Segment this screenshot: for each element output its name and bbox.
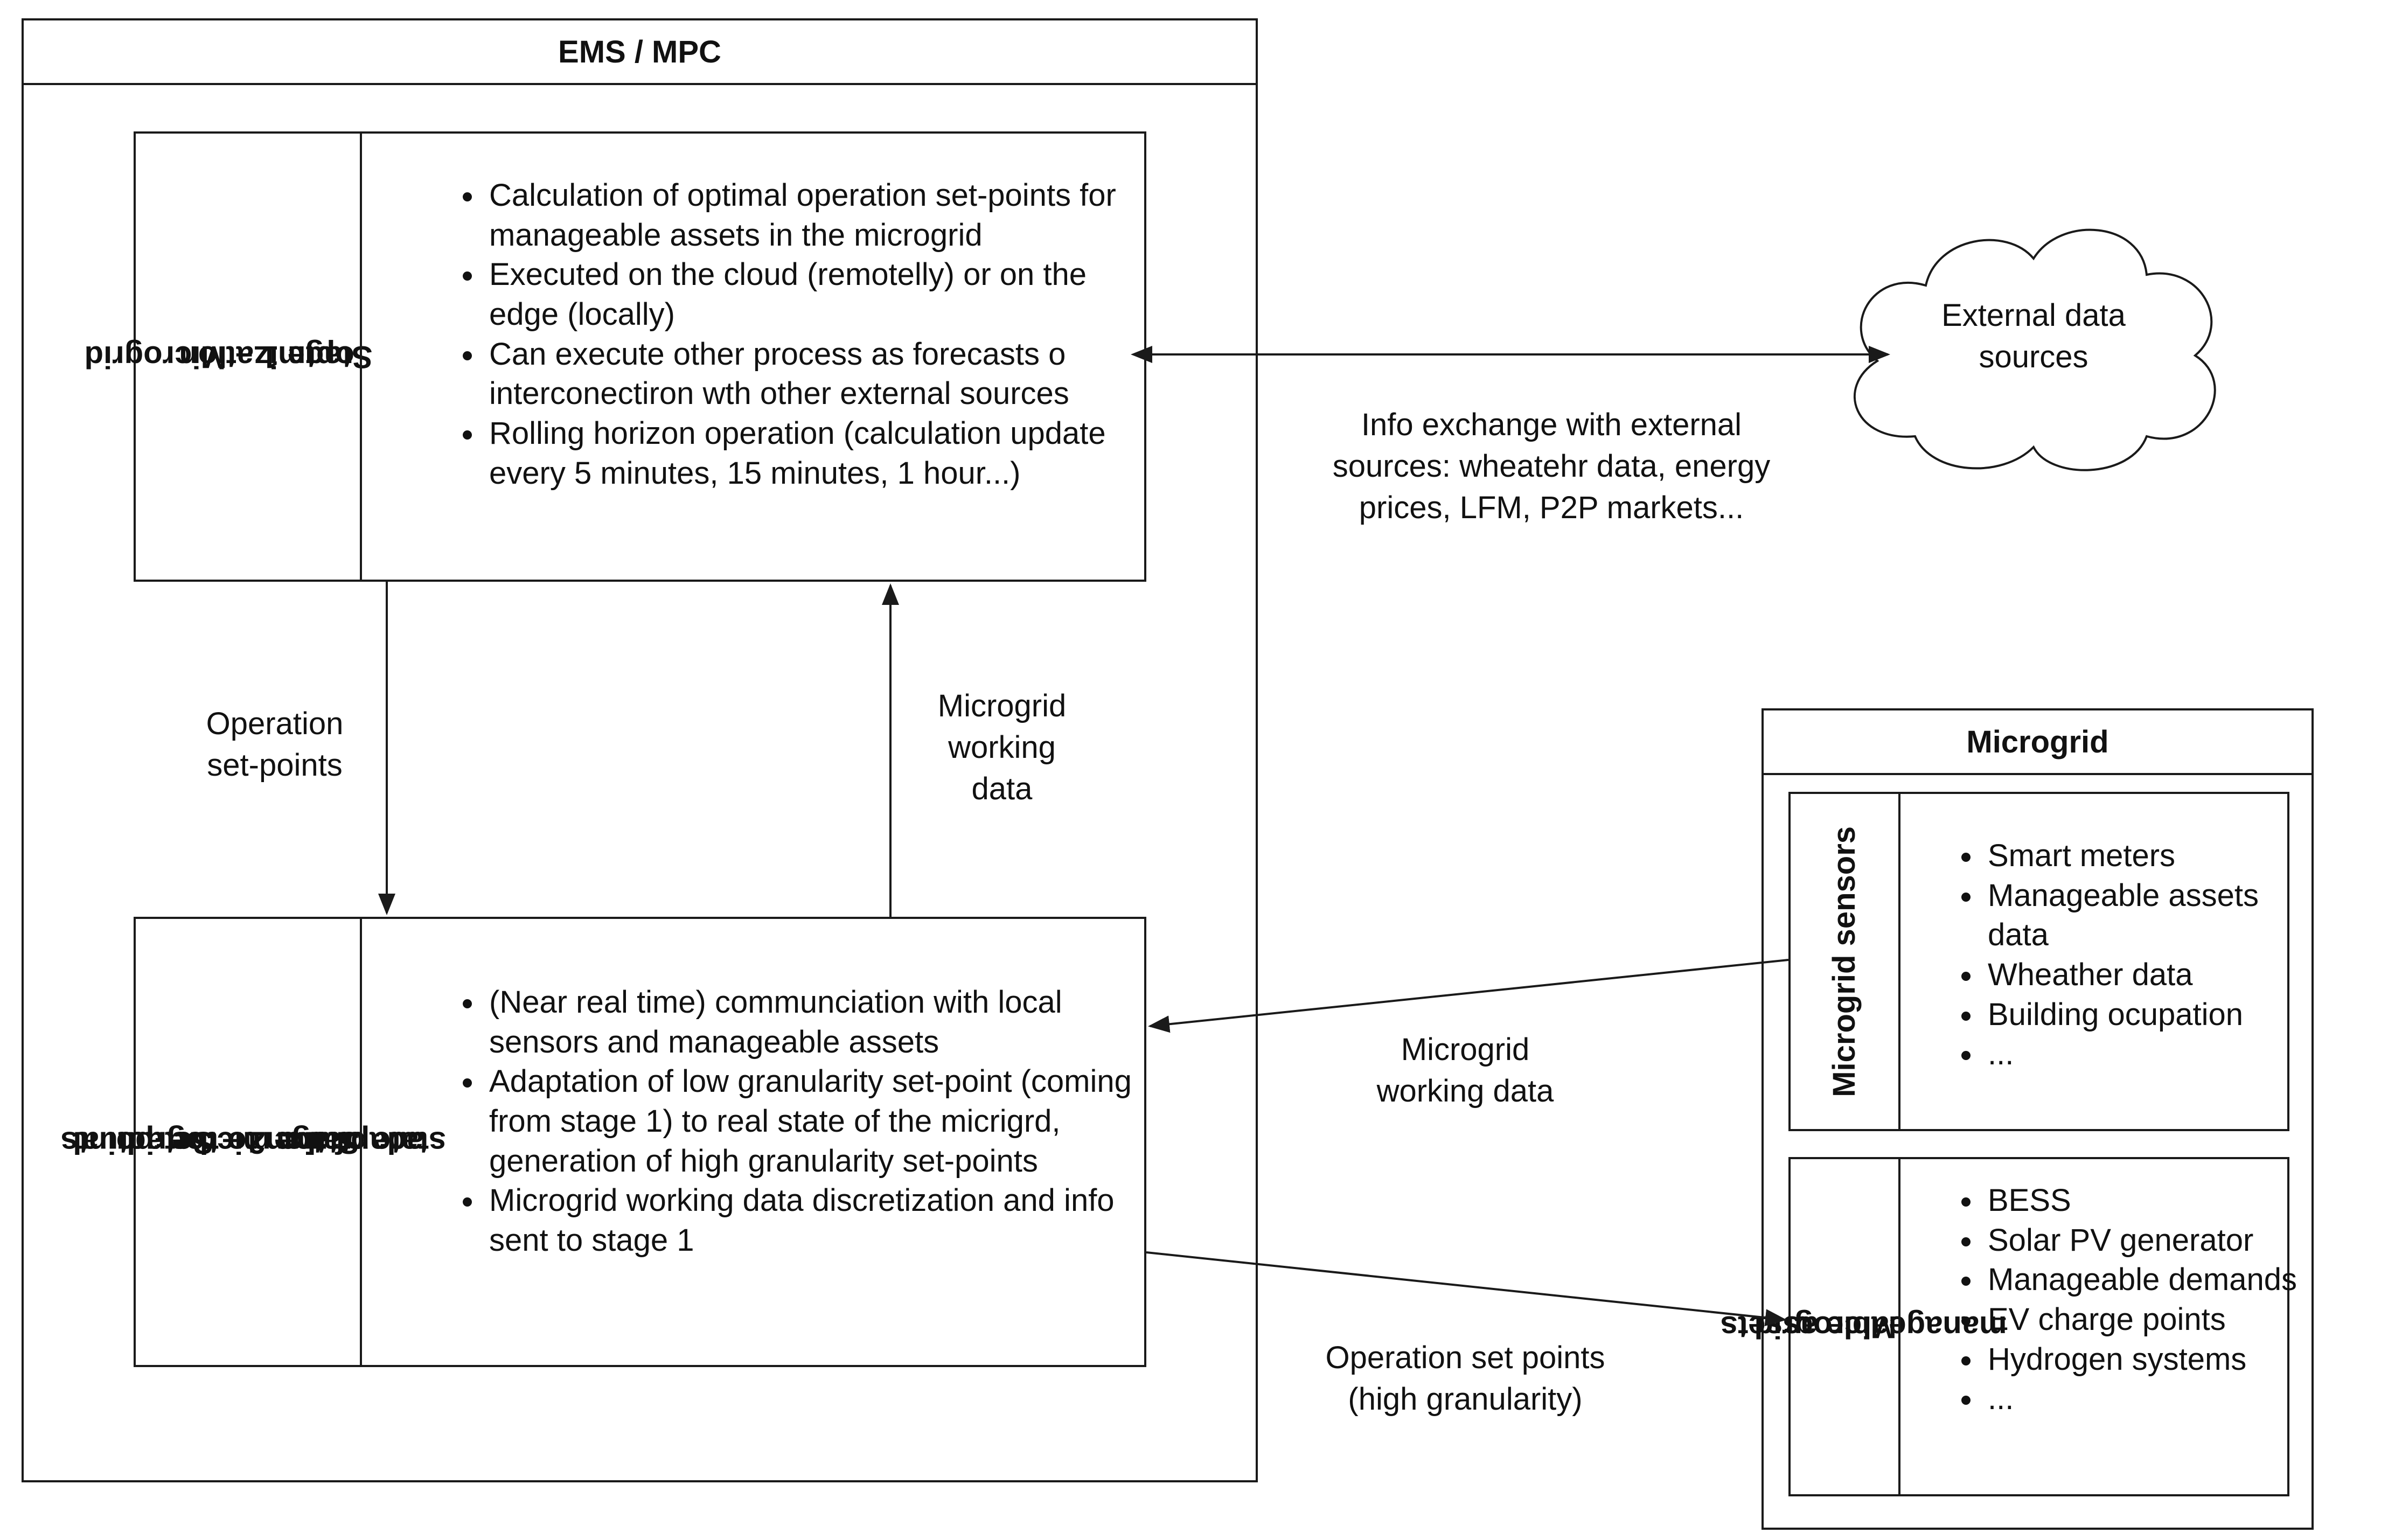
microgrid-working-data-flow-label: Microgrid working data [1336,1029,1595,1112]
asset-item: Solar PV generator [1983,1221,2323,1260]
info-exchange-line1: Info exchange with external [1361,407,1742,442]
working-data-line2: working [948,730,1056,765]
stage1-bullet-list: Calculation of optimal operation set-poi… [437,176,1164,493]
info-exchange-line3: prices, LFM, P2P markets... [1359,490,1744,526]
microgrid-sensors-box: Microgrid sensors Smart meters Manageabl… [1788,792,2289,1131]
assets-divider [1898,1159,1900,1494]
asset-item: BESS [1983,1181,2323,1221]
stage1-bullet: Calculation of optimal operation set-poi… [485,176,1164,255]
external-data-line1: External data [1941,298,2126,333]
asset-item: EV charge points [1983,1300,2323,1340]
sensor-item: Smart meters [1983,836,2323,876]
sensor-item: Building ocupation [1983,995,2323,1035]
setpoints-flow-line2: (high granularity) [1348,1382,1583,1417]
operation-setpoints-line2: set-points [207,748,343,783]
info-exchange-line2: sources: wheatehr data, energy [1332,449,1771,484]
info-exchange-label: Info exchange with external sources: whe… [1293,404,1810,528]
working-data-line1: Microgrid [937,688,1067,723]
sensor-item: ... [1983,1034,2323,1074]
working-data-flow-line1: Microgrid [1401,1032,1530,1067]
asset-item: ... [1983,1379,2323,1419]
external-data-label: External data sources [1910,295,2157,378]
stage2-bullet: Microgrid working data discretization an… [485,1181,1164,1260]
asset-item: Manageable demands [1983,1260,2323,1300]
operation-setpoints-flow-label: Operation set points (high granularity) [1287,1337,1643,1420]
stage2-bullet: Adaptation of low granularity set-point … [485,1062,1164,1181]
operation-setpoints-label: Operation set-points [183,703,366,786]
working-data-line3: data [971,771,1033,807]
assets-bullet-list: BESS Solar PV generator Manageable deman… [1936,1181,2323,1419]
stage2-bullet-list: (Near real time) communciation with loca… [437,982,1164,1260]
stage1-bullet: Executed on the cloud (remotelly) or on … [485,255,1164,334]
stage1-bullet: Can execute other process as forecasts o… [485,335,1164,414]
asset-item: Hydrogen systems [1983,1340,2323,1379]
arrow-sensors-to-stage2 [1148,959,1789,1033]
sensors-bullet-list: Smart meters Manageable assets data Whea… [1936,836,2323,1074]
stage1-divider [360,134,362,580]
microgrid-title: Microgrid [1764,710,2312,775]
external-data-cloud [1854,228,2216,471]
setpoints-flow-line1: Operation set points [1325,1340,1605,1375]
arrow-stage2-to-assets [1146,1251,1787,1327]
microgrid-working-data-label: Microgrid working data [916,685,1088,810]
sensor-item: Wheather data [1983,955,2323,995]
stage2-bullet: (Near real time) communciation with loca… [485,982,1164,1062]
sensors-divider [1898,794,1900,1129]
sensor-item: Manageable assets data [1983,876,2323,955]
stage1-bullet: Rolling horizon operation (calculation u… [485,414,1164,493]
ems-mpc-title: EMS / MPC [24,20,1256,85]
operation-setpoints-line1: Operation [206,706,344,741]
external-data-line2: sources [1979,339,2088,375]
stage2-divider [360,919,362,1365]
working-data-flow-line2: working data [1376,1074,1554,1109]
